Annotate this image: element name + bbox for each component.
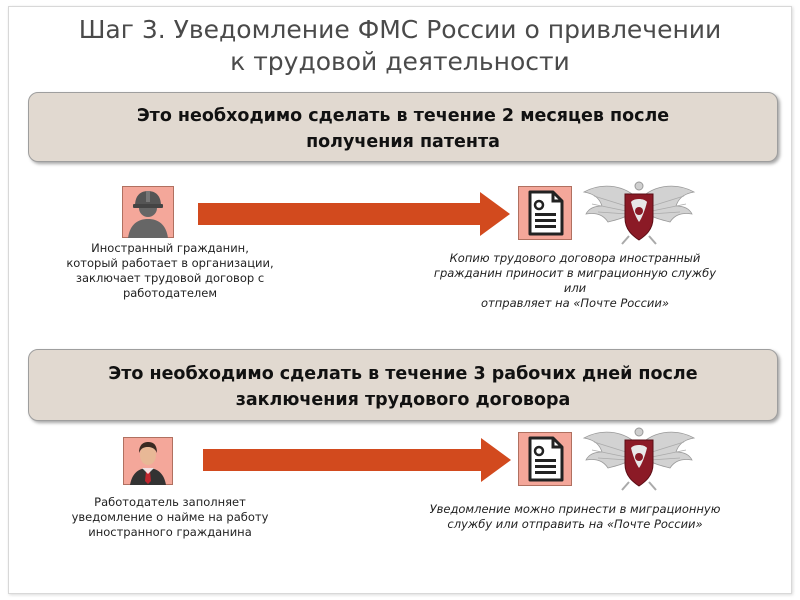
banner-2-line-1: Это необходимо сделать в течение 3 рабоч… [108, 364, 698, 384]
right-caption-2-line: Уведомление можно принести в миграционну… [429, 502, 721, 516]
right-caption-1-line: или [563, 281, 587, 295]
right-caption-1-line: отправляет на «Почте России» [481, 296, 669, 310]
right-caption-1: Копию трудового договора иностранный гра… [390, 251, 760, 311]
deadline-banner-1: Это необходимо сделать в течение 2 месяц… [28, 92, 778, 162]
banner-1-line-1: Это необходимо сделать в течение 2 месяц… [136, 106, 670, 126]
worker-helmet-icon [122, 186, 174, 238]
title-line-1: Шаг 3. Уведомление ФМС России о привлече… [78, 15, 722, 44]
fms-emblem-icon [582, 427, 696, 491]
banner-2-line-2: заключения трудового договора [235, 390, 571, 410]
left-caption-1-line: работодателем [122, 286, 218, 300]
right-caption-2-line: службу или отправить на «Почте России» [447, 517, 703, 531]
right-caption-2: Уведомление можно принести в миграционну… [385, 502, 765, 532]
page-title: Шаг 3. Уведомление ФМС России о привлече… [0, 14, 800, 78]
left-caption-1: Иностранный гражданин, который работает … [40, 241, 300, 301]
deadline-banner-2: Это необходимо сделать в течение 3 рабоч… [28, 349, 778, 421]
document-icon [518, 186, 572, 240]
flow-arrow-2 [203, 438, 511, 482]
flow-arrow-1 [198, 192, 510, 236]
left-caption-1-line: заключает трудовой договор с [75, 271, 265, 285]
left-caption-2: Работодатель заполняет уведомление о най… [40, 495, 300, 540]
right-caption-1-line: гражданин приносит в миграционную службу [433, 266, 717, 280]
left-caption-2-line: Работодатель заполняет [94, 495, 246, 509]
document-icon [518, 432, 572, 486]
left-caption-1-line: который работает в организации, [66, 256, 274, 270]
left-caption-1-line: Иностранный гражданин, [91, 241, 249, 255]
banner-1-line-2: получения патента [306, 132, 500, 152]
businessman-icon [123, 437, 173, 485]
fms-emblem-icon [582, 181, 696, 245]
left-caption-2-line: иностранного гражданина [88, 525, 252, 539]
title-line-2: к трудовой деятельности [230, 47, 570, 76]
right-caption-1-line: Копию трудового договора иностранный [449, 251, 701, 265]
left-caption-2-line: уведомление о найме на работу [71, 510, 269, 524]
